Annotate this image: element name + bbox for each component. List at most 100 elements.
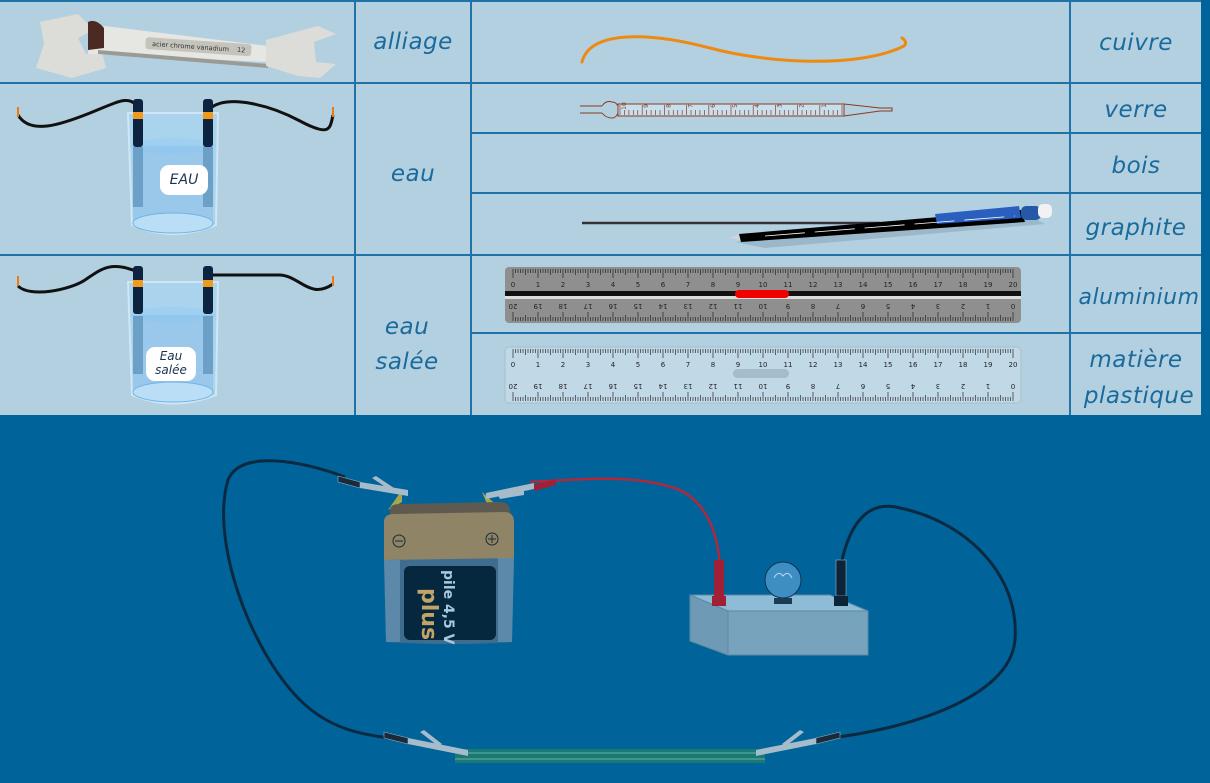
label-alliage: alliage — [373, 29, 453, 55]
red-plug-icon[interactable] — [710, 560, 730, 610]
ruler-number: 20 — [509, 382, 518, 390]
crocodile-clip-bottom-left-icon[interactable] — [382, 728, 472, 764]
ruler-ticks-bottom — [512, 312, 1014, 321]
ruler-number: 20 — [509, 302, 518, 310]
ruler-number: 11 — [784, 361, 793, 369]
pipette-mark: 2 — [799, 104, 806, 108]
black-plug-icon[interactable] — [832, 559, 852, 610]
ruler-ticks-top — [512, 349, 1014, 358]
ruler-number: 2 — [961, 302, 965, 310]
ruler-number: 1 — [986, 302, 990, 310]
ruler-number: 7 — [686, 361, 690, 369]
ruler-number: 6 — [860, 382, 865, 390]
ruler-ticks-bottom — [512, 392, 1014, 401]
light-bulb-icon[interactable] — [760, 560, 806, 608]
ruler-number: 12 — [709, 302, 718, 310]
ruler-number: 6 — [860, 302, 865, 310]
copper-wire-icon[interactable] — [560, 20, 920, 80]
ruler-number: 12 — [809, 361, 818, 369]
ruler-number: 18 — [559, 302, 568, 310]
black-wire-left — [222, 459, 391, 740]
ruler-number: 16 — [909, 361, 918, 369]
ruler-number: 9 — [736, 361, 740, 369]
ruler-number: 13 — [684, 382, 693, 390]
ruler-number: 15 — [884, 281, 893, 289]
label-aluminium: aluminium — [1078, 285, 1200, 310]
ruler-number: 17 — [934, 281, 943, 289]
ruler-number: 0 — [1011, 302, 1015, 310]
ruler-number: 8 — [711, 281, 715, 289]
pipette-mark: 1 — [821, 104, 828, 108]
ruler-number: 10 — [759, 361, 768, 369]
battery-voltage-text: pile 4,5 V — [440, 570, 456, 645]
ruler-number: 7 — [836, 382, 840, 390]
grid-line — [471, 332, 1201, 334]
label-eau-salee-2: salée — [375, 349, 439, 375]
ruler-number: 0 — [1011, 382, 1015, 390]
label-bois: bois — [1111, 153, 1161, 179]
test-sample-rod-icon[interactable] — [455, 749, 765, 765]
ruler-number: 11 — [734, 302, 743, 310]
grid-line — [470, 0, 472, 415]
red-wire — [529, 477, 722, 566]
pipette-mark: 9 — [643, 104, 650, 108]
beaker-salt-water-label-2: salée — [155, 363, 187, 377]
crocodile-clip-positive-icon[interactable] — [478, 473, 558, 503]
ruler-number: 14 — [859, 361, 868, 369]
ruler-number: 3 — [586, 281, 590, 289]
ruler-number: 17 — [934, 361, 943, 369]
ruler-number: 19 — [534, 382, 543, 390]
pipette-mark: 5 — [732, 104, 739, 108]
ruler-number: 10 — [759, 281, 768, 289]
ruler-number: 6 — [661, 281, 666, 289]
battery-icon[interactable]: pile 4,5 V plus — [380, 470, 520, 655]
ruler-number: 18 — [959, 361, 968, 369]
ruler-number: 8 — [811, 382, 815, 390]
ruler-number: 7 — [686, 281, 690, 289]
label-verre: verre — [1104, 97, 1168, 123]
ruler-number: 18 — [959, 281, 968, 289]
ruler-number: 9 — [786, 382, 790, 390]
ruler-number: 17 — [584, 382, 593, 390]
ruler-number: 14 — [658, 382, 667, 390]
grid-line — [1069, 0, 1071, 415]
ruler-number: 4 — [910, 382, 915, 390]
ruler-number: 2 — [961, 382, 965, 390]
ruler-number: 5 — [636, 281, 640, 289]
ruler-number: 16 — [608, 302, 617, 310]
mechanical-pencil-icon[interactable] — [725, 198, 1065, 250]
ruler-number: 10 — [759, 382, 768, 390]
ruler-number: 14 — [658, 302, 667, 310]
ruler-number: 16 — [909, 281, 918, 289]
ruler-number: 17 — [584, 302, 593, 310]
label-matiere: matière — [1089, 347, 1183, 373]
ruler-number: 14 — [859, 281, 868, 289]
ruler-number: 19 — [984, 281, 993, 289]
ruler-number: 4 — [910, 302, 915, 310]
ruler-number: 13 — [834, 361, 843, 369]
beaker-salt-water-label-1: Eau — [159, 349, 183, 363]
wrench-icon[interactable]: acier chrome vanadium 12 — [18, 4, 338, 84]
ruler-number: 5 — [886, 382, 890, 390]
grid-line — [0, 0, 1201, 2]
wrench-size-text: 12 — [237, 46, 246, 55]
ruler-number: 19 — [984, 361, 993, 369]
graphite-lead-icon[interactable] — [580, 218, 880, 228]
label-graphite: graphite — [1085, 215, 1187, 241]
crocodile-clip-bottom-right-icon[interactable] — [752, 728, 842, 764]
ruler-number: 6 — [661, 361, 666, 369]
ruler-number: 10 — [759, 302, 768, 310]
grid-line — [0, 82, 1201, 84]
crocodile-clip-negative-icon[interactable] — [336, 470, 416, 500]
ruler-number: 9 — [736, 281, 740, 289]
grid-line — [471, 192, 1201, 194]
ruler-number: 20 — [1009, 281, 1018, 289]
pipette-mark: 4 — [754, 104, 761, 108]
ruler-number: 12 — [809, 281, 818, 289]
pipette-mark: 10 — [621, 102, 628, 110]
